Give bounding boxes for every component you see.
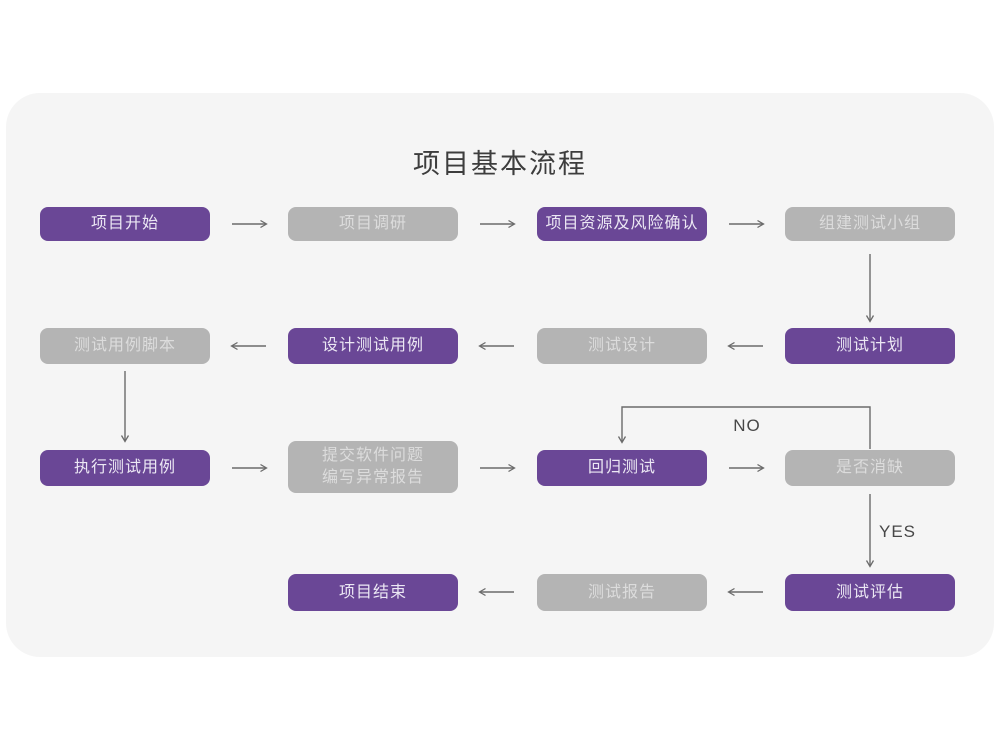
flow-node-regression-test: 回归测试	[537, 450, 707, 486]
flow-node-defect-cleared-decision: 是否消缺	[785, 450, 955, 486]
flow-node-build-test-team: 组建测试小组	[785, 207, 955, 241]
node-label: 设计测试用例	[321, 337, 424, 354]
node-label: 测试用例脚本	[73, 337, 176, 354]
node-label: 回归测试	[587, 459, 656, 476]
branch-label-yes: YES	[879, 522, 917, 541]
node-label: 执行测试用例	[73, 459, 176, 476]
flow-node-test-design: 测试设计	[537, 328, 707, 364]
flow-node-test-report: 测试报告	[537, 574, 707, 611]
flow-node-project-research: 项目调研	[288, 207, 458, 241]
flow-node-design-test-cases: 设计测试用例	[288, 328, 458, 364]
flow-node-test-case-script: 测试用例脚本	[40, 328, 210, 364]
flow-node-submit-issues-report: 提交软件问题 编写异常报告	[288, 441, 458, 493]
branch-label-no: NO	[733, 416, 761, 435]
node-label: 项目调研	[338, 215, 407, 232]
flow-node-execute-test-cases: 执行测试用例	[40, 450, 210, 486]
flow-node-test-plan: 测试计划	[785, 328, 955, 364]
node-label: 测试计划	[835, 337, 904, 354]
flow-node-project-start: 项目开始	[40, 207, 210, 241]
flow-node-resource-risk-confirm: 项目资源及风险确认	[537, 207, 707, 241]
node-label: 测试报告	[587, 583, 656, 601]
node-label-line1: 提交软件问题	[321, 447, 424, 464]
node-label-line2: 编写异常报告	[321, 469, 424, 486]
node-label: 是否消缺	[835, 459, 904, 476]
flow-node-test-evaluation: 测试评估	[785, 574, 955, 611]
diagram-title: 项目基本流程	[413, 149, 587, 179]
node-label: 测试设计	[587, 337, 656, 354]
node-label: 组建测试小组	[818, 215, 921, 232]
flowchart-card	[6, 93, 994, 657]
flow-node-project-end: 项目结束	[288, 574, 458, 611]
node-label: 测试评估	[835, 583, 904, 601]
node-label: 项目结束	[338, 583, 407, 601]
node-label: 项目资源及风险确认	[545, 215, 699, 232]
node-label: 项目开始	[90, 215, 159, 232]
